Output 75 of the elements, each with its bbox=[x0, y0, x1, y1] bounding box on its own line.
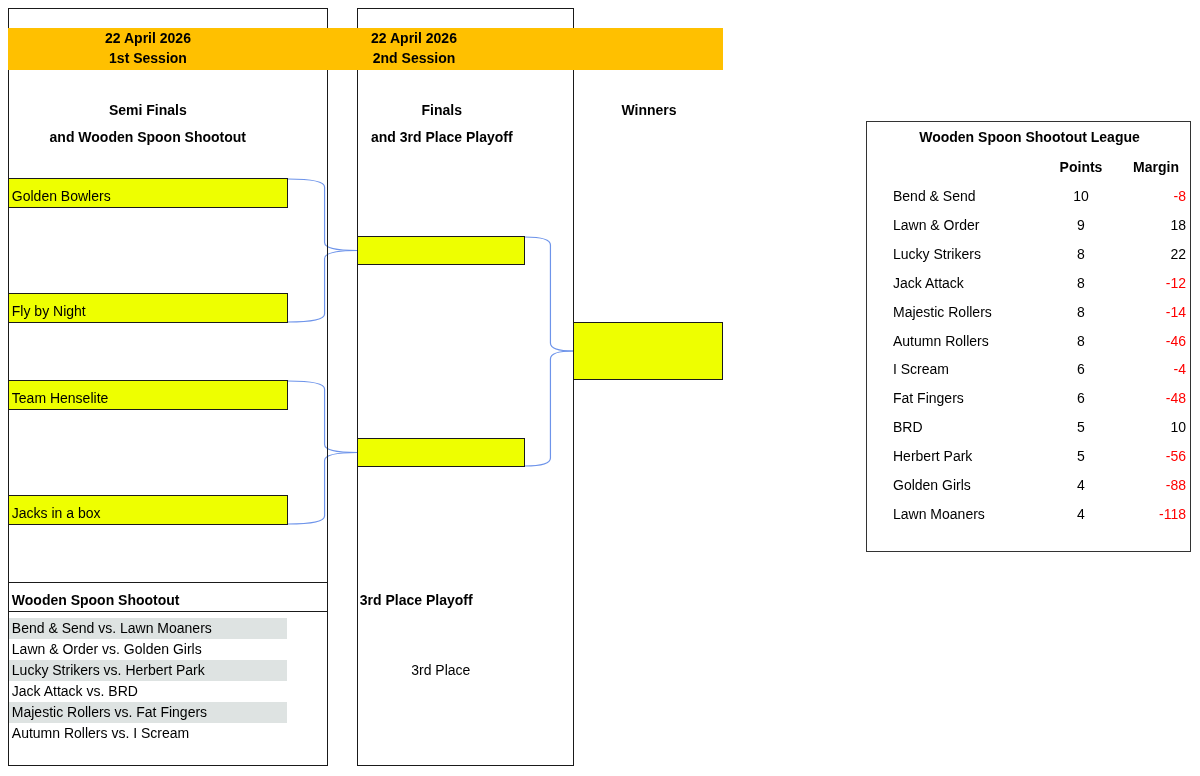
team-box bbox=[7, 292, 288, 323]
points-value: 6 bbox=[1077, 361, 1085, 378]
column-frame bbox=[8, 8, 328, 766]
team-name: Herbert Park bbox=[893, 448, 973, 465]
points-value: 4 bbox=[1077, 476, 1085, 494]
bracket-line bbox=[524, 350, 574, 467]
team-name: Fat Fingers bbox=[893, 390, 964, 407]
margin-value: -56 bbox=[1165, 448, 1186, 465]
team-name: Lawn & Order bbox=[893, 216, 980, 233]
points-value: 10 bbox=[1073, 187, 1089, 205]
column-header: Margin bbox=[1133, 158, 1179, 176]
team-name: I Scream bbox=[893, 361, 949, 378]
header-band bbox=[8, 28, 723, 70]
match-text: Jack Attack vs. BRD bbox=[11, 680, 138, 702]
margin-value: 22 bbox=[1170, 245, 1186, 262]
team-name: Jack Attack bbox=[893, 274, 964, 291]
team-name: Autumn Rollers bbox=[893, 332, 989, 349]
result-box bbox=[356, 437, 525, 467]
team-box bbox=[7, 494, 288, 525]
team-name: Lawn Moaners bbox=[893, 505, 985, 522]
margin-value: -46 bbox=[1165, 332, 1186, 349]
result-box bbox=[573, 322, 723, 380]
points-value: 8 bbox=[1077, 303, 1085, 320]
date-text: 22 April 2026 bbox=[105, 29, 191, 47]
match-row: Lucky Strikers vs. Herbert Park bbox=[8, 659, 287, 681]
bracket-line bbox=[287, 249, 358, 323]
column-subheading: and 3rd Place Playoff bbox=[371, 128, 513, 145]
column-heading: Finals bbox=[421, 101, 463, 118]
date-text: 22 April 2026 bbox=[371, 29, 457, 47]
margin-value: 18 bbox=[1170, 216, 1186, 233]
section-heading: Wooden Spoon Shootout bbox=[11, 591, 180, 608]
match-text: Lawn & Order vs. Golden Girls bbox=[11, 638, 202, 660]
team-name: Lucky Strikers bbox=[893, 245, 981, 262]
team-name: Golden Bowlers bbox=[11, 187, 111, 204]
margin-value: -88 bbox=[1165, 476, 1186, 494]
points-value: 8 bbox=[1077, 245, 1085, 262]
section-heading: 3rd Place Playoff bbox=[359, 591, 473, 608]
points-value: 4 bbox=[1077, 505, 1085, 522]
match-text: Autumn Rollers vs. I Scream bbox=[11, 722, 190, 744]
table-title: Wooden Spoon Shootout League bbox=[919, 128, 1140, 145]
margin-value: -8 bbox=[1173, 187, 1186, 205]
session-text: 1st Session bbox=[109, 49, 187, 67]
column-header: Points bbox=[1059, 158, 1103, 176]
session-text: 2nd Session bbox=[372, 49, 456, 67]
bracket-line bbox=[287, 451, 358, 525]
team-box bbox=[7, 177, 288, 208]
placeholder-text: 3rd Place bbox=[411, 661, 471, 678]
margin-value: -12 bbox=[1165, 274, 1186, 291]
team-box bbox=[7, 379, 288, 410]
column-subheading: and Wooden Spoon Shootout bbox=[49, 128, 247, 145]
margin-value: 10 bbox=[1170, 419, 1186, 436]
margin-value: -4 bbox=[1173, 361, 1186, 378]
team-name: Jacks in a box bbox=[11, 504, 101, 521]
column-frame bbox=[357, 8, 574, 766]
team-name: Majestic Rollers bbox=[893, 303, 992, 320]
result-box bbox=[356, 235, 525, 265]
team-name: Bend & Send bbox=[893, 187, 976, 205]
margin-value: -14 bbox=[1165, 303, 1186, 320]
points-value: 8 bbox=[1077, 332, 1085, 349]
margin-value: -48 bbox=[1165, 390, 1186, 407]
points-value: 6 bbox=[1077, 390, 1085, 407]
column-heading: Semi Finals bbox=[108, 101, 187, 118]
column-heading: Winners bbox=[621, 101, 677, 119]
match-row: Majestic Rollers vs. Fat Fingers bbox=[8, 701, 287, 723]
points-value: 8 bbox=[1077, 274, 1085, 291]
points-value: 9 bbox=[1077, 216, 1085, 233]
league-table-panel bbox=[866, 121, 1191, 552]
points-value: 5 bbox=[1077, 419, 1085, 436]
team-name: Fly by Night bbox=[11, 302, 86, 319]
team-name: Golden Girls bbox=[893, 476, 971, 494]
team-name: Team Henselite bbox=[11, 389, 109, 406]
points-value: 5 bbox=[1077, 448, 1085, 465]
team-name: BRD bbox=[893, 419, 923, 436]
match-row: Bend & Send vs. Lawn Moaners bbox=[8, 617, 287, 639]
margin-value: -118 bbox=[1159, 505, 1186, 522]
